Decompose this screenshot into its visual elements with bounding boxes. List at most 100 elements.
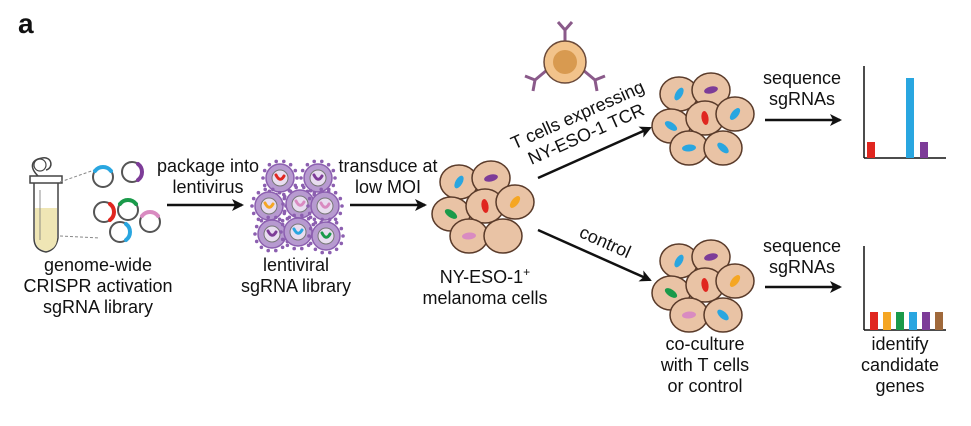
virus-spike xyxy=(282,194,287,199)
virus-spike xyxy=(279,230,283,234)
virus-spike xyxy=(266,248,271,253)
lentiviral-label: lentiviral sgRNA library xyxy=(226,255,366,297)
arrow-control xyxy=(537,228,652,282)
virus-spike xyxy=(308,188,313,193)
tube-icon xyxy=(29,157,63,253)
lentiviral-label-line: lentiviral xyxy=(262,255,330,275)
chart-bar xyxy=(870,312,878,330)
virus-spike xyxy=(287,188,292,193)
library-label-line: sgRNA library xyxy=(42,297,154,317)
virus-spike xyxy=(320,250,325,255)
transduce-label-line: low MOI xyxy=(354,177,421,197)
coculture-label-line: with T cells xyxy=(660,355,750,375)
virus-spike xyxy=(313,247,318,252)
sgrna-insert xyxy=(140,210,160,218)
virus-sgrna xyxy=(292,227,304,235)
virus-spike xyxy=(338,211,343,216)
cell-sgrna xyxy=(481,199,489,213)
virus-spike xyxy=(267,162,272,167)
virus-spike xyxy=(280,218,285,223)
coculture-cells-control xyxy=(651,239,755,333)
virus-spike xyxy=(280,237,285,242)
virus-spike xyxy=(262,183,267,188)
virus-sgrna xyxy=(312,173,324,181)
cell-sgrna xyxy=(717,142,729,154)
virus-spike xyxy=(312,217,317,222)
melanoma-label-line: melanoma cells xyxy=(422,288,548,308)
virus-spike xyxy=(341,234,345,238)
virus-spike xyxy=(285,216,290,221)
virus-spike xyxy=(254,224,259,229)
virus-spike xyxy=(319,187,324,192)
coculture-cells-tcell xyxy=(651,72,755,166)
virus-spike xyxy=(333,176,337,180)
plasmid-library-icon xyxy=(92,161,161,243)
sgrna-insert xyxy=(124,222,132,242)
virus-spike xyxy=(281,202,285,206)
virus-spike xyxy=(285,243,290,248)
virus-sgrna xyxy=(319,201,331,209)
virus-spike xyxy=(262,168,267,173)
virus-spike xyxy=(307,196,312,201)
virus-spike xyxy=(251,211,256,216)
virus-spike xyxy=(277,190,282,195)
identify-label-line: genes xyxy=(875,376,925,396)
virus-spike xyxy=(300,246,304,251)
panel-letter: a xyxy=(18,8,34,39)
cell-sgrna xyxy=(729,108,741,120)
virus-sgrna xyxy=(266,229,278,237)
virus-spike xyxy=(308,241,313,246)
virus-spike xyxy=(274,159,279,164)
sgrna-insert xyxy=(108,202,116,222)
lentivirus-library-icon xyxy=(250,159,345,255)
virus-spike xyxy=(251,196,256,201)
virus-spike xyxy=(339,226,344,231)
virus-spike xyxy=(288,162,293,167)
identify-label-line: candidate xyxy=(860,355,940,375)
virus-spike xyxy=(328,250,332,255)
lentiviral-label-line: sgRNA library xyxy=(240,276,352,296)
chart-bar xyxy=(867,142,875,158)
cell-sgrna xyxy=(664,288,678,298)
virus-spike xyxy=(282,159,286,164)
package-label: package into lentivirus xyxy=(148,156,268,198)
virus-spike xyxy=(250,204,254,208)
virus-spike xyxy=(302,185,306,190)
virus-spike xyxy=(307,211,312,216)
melanoma-cells-cluster xyxy=(431,160,535,254)
melanoma-label: NY-ESO-1+ melanoma cells xyxy=(410,262,560,309)
sequence-top-label-line: sgRNAs xyxy=(768,89,835,109)
virus-spike xyxy=(313,220,318,225)
virus-spike xyxy=(306,204,310,208)
virus-spike xyxy=(340,204,344,208)
melanoma-label-superscript: + xyxy=(523,265,531,279)
virus-spike xyxy=(306,216,311,221)
virus-spike xyxy=(292,246,297,251)
cell-sgrna xyxy=(729,275,741,287)
virus-spike xyxy=(274,248,278,253)
virus-spike xyxy=(339,241,344,246)
transduce-label: transduce at low MOI xyxy=(328,156,448,198)
sequence-top-label-line: sequence xyxy=(762,68,842,88)
chart-bar xyxy=(896,312,904,330)
virus-spike xyxy=(274,215,278,220)
transduce-label-line: transduce at xyxy=(338,156,438,176)
virus-spike xyxy=(334,247,339,252)
virus-spike xyxy=(328,217,332,222)
library-label: genome-wide CRISPR activation sgRNA libr… xyxy=(18,255,178,318)
virus-spike xyxy=(280,245,285,250)
arrow-tcells xyxy=(537,126,652,180)
bar-chart-control xyxy=(863,246,946,331)
virus-spike xyxy=(300,213,304,218)
chart-bar xyxy=(883,312,891,330)
virus-spike xyxy=(259,218,264,223)
virus-spike xyxy=(253,232,257,236)
virus-spike xyxy=(261,176,265,180)
virus-spike xyxy=(271,187,275,192)
virus-sgrna xyxy=(263,201,275,209)
library-label-line: genome-wide xyxy=(43,255,153,275)
identify-label-line: identify xyxy=(871,334,929,354)
cell-sgrna xyxy=(682,144,696,152)
